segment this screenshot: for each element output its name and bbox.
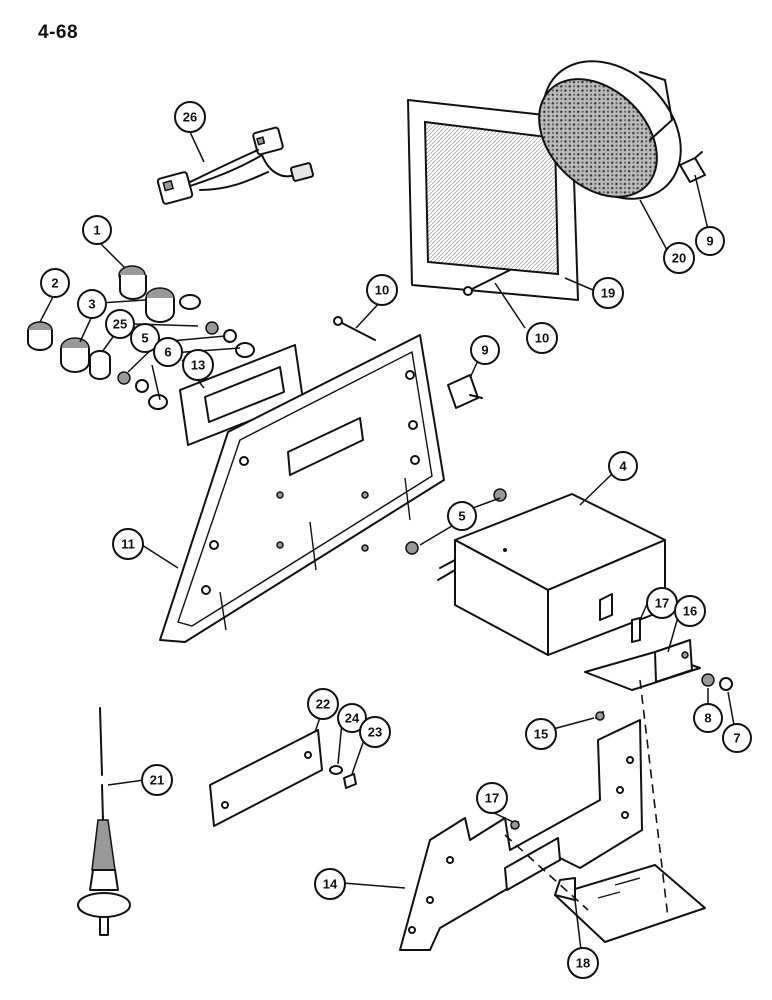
svg-text:5: 5 (458, 509, 465, 524)
speaker (538, 60, 682, 200)
svg-text:23: 23 (368, 725, 382, 740)
svg-text:24: 24 (345, 711, 360, 726)
callout-24: 24 (337, 703, 367, 733)
callout-10-left: 10 (366, 274, 398, 306)
mounting-panel (159, 334, 445, 643)
callout-7: 7 (722, 723, 752, 753)
radio-knobs (27, 265, 304, 446)
svg-text:25: 25 (113, 317, 127, 332)
svg-text:21: 21 (150, 773, 164, 788)
callout-17-upper: 17 (646, 587, 678, 619)
svg-text:20: 20 (672, 251, 686, 266)
svg-text:19: 19 (601, 286, 615, 301)
cover-plate (209, 729, 357, 827)
callout-25: 25 (105, 309, 135, 339)
svg-text:13: 13 (191, 358, 205, 373)
svg-text:10: 10 (535, 331, 549, 346)
page-number: 4-68 (38, 22, 79, 43)
callout-3: 3 (77, 289, 107, 319)
callout-11: 11 (112, 528, 144, 560)
svg-text:5: 5 (141, 331, 148, 346)
callout-leaders (39, 131, 737, 951)
callout-19: 19 (592, 277, 624, 309)
screws (333, 269, 511, 341)
svg-text:9: 9 (706, 234, 713, 249)
callout-17-lower: 17 (476, 782, 508, 814)
svg-text:15: 15 (534, 727, 548, 742)
alignment-lines (504, 679, 669, 919)
callout-18: 18 (567, 947, 599, 979)
callout-15: 15 (525, 718, 557, 750)
callout-9-middle: 9 (470, 335, 500, 365)
radio-bracket (584, 617, 733, 691)
support-plate (554, 864, 706, 943)
callout-9-upper: 9 (695, 226, 725, 256)
callout-2: 2 (40, 268, 70, 298)
svg-text:17: 17 (655, 596, 669, 611)
spacer-middle (447, 374, 483, 409)
svg-text:11: 11 (121, 537, 135, 552)
svg-text:16: 16 (683, 604, 697, 619)
callout-5-right: 5 (447, 501, 477, 531)
callout-20: 20 (663, 242, 695, 274)
antenna (77, 707, 131, 936)
callout-4: 4 (608, 451, 638, 481)
svg-text:6: 6 (164, 345, 171, 360)
svg-text:9: 9 (481, 343, 488, 358)
callout-5: 5 (130, 323, 160, 353)
callout-22: 22 (307, 688, 339, 720)
svg-text:26: 26 (183, 110, 197, 125)
speaker-bezel (407, 99, 579, 301)
callout-16: 16 (674, 595, 706, 627)
callout-8: 8 (693, 703, 723, 733)
svg-text:1: 1 (93, 223, 100, 238)
callout-10-right: 10 (526, 322, 558, 354)
spacer-upper (679, 151, 706, 183)
callout-1: 1 (82, 215, 112, 245)
svg-text:4: 4 (619, 459, 627, 474)
wiring-harness (156, 126, 315, 205)
svg-text:10: 10 (375, 283, 389, 298)
svg-text:17: 17 (485, 791, 499, 806)
svg-text:14: 14 (323, 877, 338, 892)
svg-text:8: 8 (704, 711, 711, 726)
svg-text:22: 22 (316, 697, 330, 712)
callout-13: 13 (182, 349, 214, 381)
svg-text:3: 3 (88, 297, 95, 312)
svg-text:7: 7 (733, 731, 740, 746)
callout-6: 6 (153, 337, 183, 367)
callout-21: 21 (141, 764, 173, 796)
callout-14: 14 (314, 868, 346, 900)
svg-text:18: 18 (576, 956, 590, 971)
mounting-bracket (399, 711, 643, 951)
svg-text:2: 2 (51, 276, 58, 291)
radio-unit (405, 488, 666, 656)
callout-23: 23 (359, 716, 391, 748)
callout-26: 26 (174, 101, 206, 133)
